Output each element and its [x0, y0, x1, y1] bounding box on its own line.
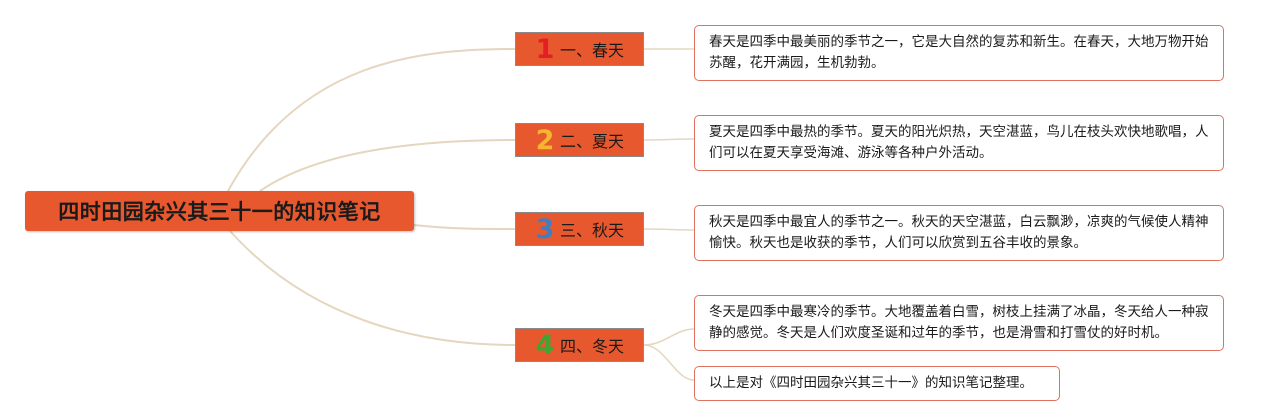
- connector-branch-2-note: [643, 138, 695, 141]
- branch-number-3: 3: [535, 213, 555, 245]
- note-text-summer: 夏天是四季中最热的季节。夏天的阳光炽热，天空湛蓝，鸟儿在枝头欢快地歌唱，人们可以…: [709, 124, 1209, 161]
- branch-label-spring: 一、春天: [560, 41, 625, 60]
- connector-root-branch-2: [259, 139, 516, 192]
- branch-number-2: 2: [535, 124, 555, 156]
- note-text-autumn: 秋天是四季中最宜人的季节之一。秋天的天空湛蓝，白云飘渺，凉爽的气候使人精神愉快。…: [709, 214, 1209, 251]
- branch-label-summer: 二、夏天: [560, 132, 625, 151]
- connector-root-branch-4: [229, 230, 516, 346]
- connector-root-branch-3: [413, 224, 516, 230]
- connector-branch-4-note-2: [643, 344, 695, 381]
- root-node[interactable]: 四时田园杂兴其三十一的知识笔记: [25, 191, 414, 231]
- note-summer[interactable]: 夏天是四季中最热的季节。夏天的阳光炽热，天空湛蓝，鸟儿在枝头欢快地歌唱，人们可以…: [694, 115, 1224, 171]
- branch-label-autumn: 三、秋天: [560, 221, 625, 240]
- note-summary[interactable]: 以上是对《四时田园杂兴其三十一》的知识笔记整理。: [694, 366, 1060, 401]
- connector-branch-3-note: [643, 228, 695, 231]
- note-text-winter: 冬天是四季中最寒冷的季节。大地覆盖着白雪，树枝上挂满了冰晶，冬天给人一种寂静的感…: [709, 304, 1209, 341]
- branch-node-autumn[interactable]: 3 三、秋天: [515, 212, 644, 246]
- note-winter[interactable]: 冬天是四季中最寒冷的季节。大地覆盖着白雪，树枝上挂满了冰晶，冬天给人一种寂静的感…: [694, 295, 1224, 351]
- root-title: 四时田园杂兴其三十一的知识笔记: [58, 200, 381, 224]
- note-text-spring: 春天是四季中最美丽的季节之一，它是大自然的复苏和新生。在春天，大地万物开始苏醒，…: [709, 34, 1209, 71]
- note-text-summary: 以上是对《四时田园杂兴其三十一》的知识笔记整理。: [709, 375, 1033, 391]
- note-autumn[interactable]: 秋天是四季中最宜人的季节之一。秋天的天空湛蓝，白云飘渺，凉爽的气候使人精神愉快。…: [694, 205, 1224, 261]
- connector-branch-4-note-1: [643, 328, 695, 346]
- branch-node-winter[interactable]: 4 四、冬天: [515, 328, 644, 362]
- branch-node-summer[interactable]: 2 二、夏天: [515, 123, 644, 157]
- branch-node-spring[interactable]: 1 一、春天: [515, 32, 644, 66]
- branch-number-4: 4: [535, 329, 555, 361]
- branch-label-winter: 四、冬天: [560, 337, 625, 356]
- branch-number-1: 1: [535, 33, 555, 65]
- note-spring[interactable]: 春天是四季中最美丽的季节之一，它是大自然的复苏和新生。在春天，大地万物开始苏醒，…: [694, 25, 1224, 81]
- connector-root-branch-1: [227, 48, 516, 192]
